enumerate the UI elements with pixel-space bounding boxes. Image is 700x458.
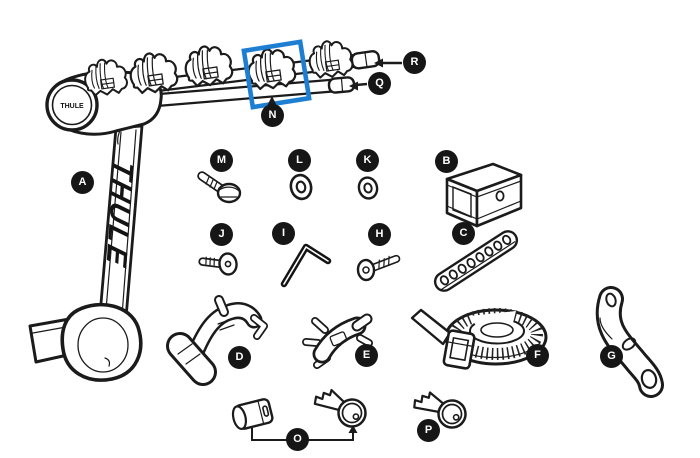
leader-line-r: [374, 58, 402, 68]
bike-cradle: [306, 37, 355, 81]
callout-b: B: [435, 150, 458, 173]
leader-line-q: [349, 81, 368, 91]
part-h-flat-head-bolt: [356, 254, 401, 282]
part-c-perforated-strap: [433, 230, 519, 292]
part-m-hex-bolt: [197, 171, 242, 204]
callout-c: C: [452, 222, 475, 245]
part-a-carrier-frame: THULE THULE: [28, 37, 381, 382]
part-f-wheel-strap-roll: [410, 308, 548, 370]
callout-j: J: [210, 223, 233, 246]
part-o-key: [312, 385, 369, 432]
upper-arm-strap-end: [350, 50, 381, 70]
callout-a: A: [71, 171, 94, 194]
part-o-lock-cylinder: [231, 398, 274, 430]
part-l-washer: [289, 173, 313, 201]
callout-f: F: [526, 344, 549, 367]
callout-q: Q: [368, 72, 391, 95]
part-b-hitch-receiver-adapter: [445, 162, 523, 228]
callout-n: N: [261, 104, 284, 127]
callout-m: M: [210, 149, 233, 172]
callout-e: E: [355, 344, 378, 367]
highlight-box: [241, 39, 312, 110]
callout-o: O: [286, 428, 309, 451]
part-i-hex-key: [280, 243, 332, 288]
part-g-stabilizer-link: [595, 286, 664, 398]
lower-arm-strap-end: [327, 76, 356, 94]
callout-k: K: [356, 149, 379, 172]
callout-i: I: [272, 222, 295, 245]
callout-g: G: [600, 345, 623, 368]
thule-post-logo: THULE: [100, 156, 140, 272]
callout-p: P: [417, 419, 440, 442]
callout-l: L: [288, 149, 311, 172]
part-d-cradle-bracket: [166, 295, 268, 386]
callout-r: R: [403, 51, 426, 74]
part-j-button-screw: [198, 252, 238, 276]
thule-endcap-logo: THULE: [60, 103, 84, 110]
callout-d: D: [228, 346, 251, 369]
part-k-washer-small: [357, 176, 379, 200]
part-e-clip-bracket: [302, 313, 373, 369]
callout-h: H: [368, 223, 391, 246]
